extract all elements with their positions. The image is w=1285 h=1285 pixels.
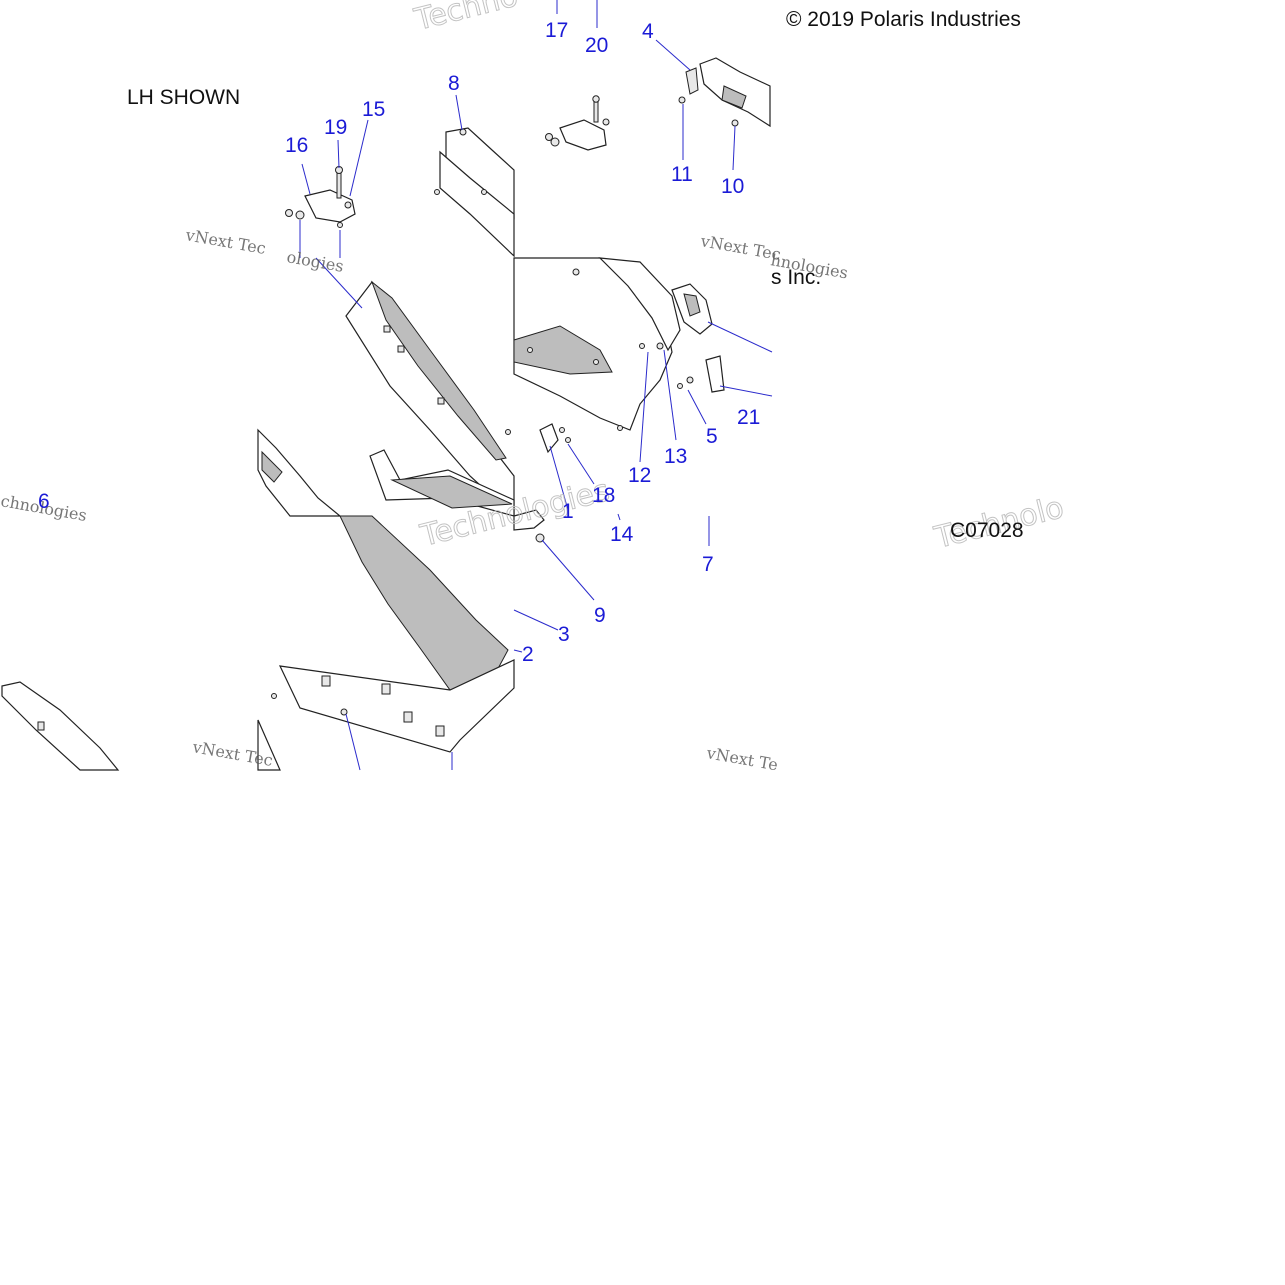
watermark: vNext Tec xyxy=(183,225,267,258)
support-arm-8 xyxy=(434,127,515,258)
callout-20: 20 xyxy=(585,34,608,57)
callout-13: 13 xyxy=(664,445,687,468)
lower-left-panel xyxy=(1,681,120,771)
callout-18: 18 xyxy=(592,484,615,507)
callout-15: 15 xyxy=(362,98,385,121)
watermark: vNext Te xyxy=(704,743,779,774)
callout-2: 2 xyxy=(522,643,534,666)
latch-13 xyxy=(656,283,725,393)
callout-8: 8 xyxy=(448,72,460,95)
callout-10: 10 xyxy=(721,175,744,198)
leader-lines xyxy=(299,0,773,771)
callout-3: 3 xyxy=(558,623,570,646)
callout-1: 1 xyxy=(562,500,574,523)
callout-16: 16 xyxy=(285,134,308,157)
copyright-tail: s Inc. xyxy=(771,266,821,289)
hood-panel-7 xyxy=(513,257,681,431)
view-label: LH SHOWN xyxy=(127,86,240,109)
figure-code: C07028 xyxy=(950,519,1024,542)
bracket-17 xyxy=(545,95,610,151)
callout-11: 11 xyxy=(671,163,693,186)
callout-14: 14 xyxy=(610,523,634,546)
panel-6 xyxy=(257,428,342,517)
callout-9: 9 xyxy=(594,604,606,627)
callouts: 17 20 4 8 19 15 16 11 10 21 5 13 12 18 1… xyxy=(38,19,760,666)
callout-17: 17 xyxy=(545,19,568,42)
callout-5: 5 xyxy=(706,425,718,448)
callout-12: 12 xyxy=(628,464,651,487)
callout-19: 19 xyxy=(324,116,347,139)
watermark: ologies xyxy=(285,247,345,276)
watermark: vNext Tec xyxy=(698,231,782,264)
callout-6: 6 xyxy=(38,490,50,513)
lower-panel-2 xyxy=(257,515,515,771)
callout-7: 7 xyxy=(702,553,714,576)
callout-21: 21 xyxy=(737,406,760,429)
callout-4: 4 xyxy=(642,20,654,43)
bracket-4 xyxy=(678,57,771,128)
parts-artwork xyxy=(1,57,771,771)
copyright-text: © 2019 Polaris Industries xyxy=(786,8,1021,31)
side-panel-3 xyxy=(345,280,515,518)
figure-labels: © 2019 Polaris Industries LH SHOWN s Inc… xyxy=(127,8,1024,542)
bracket-16 xyxy=(285,166,356,228)
watermark: Techno xyxy=(410,0,521,38)
